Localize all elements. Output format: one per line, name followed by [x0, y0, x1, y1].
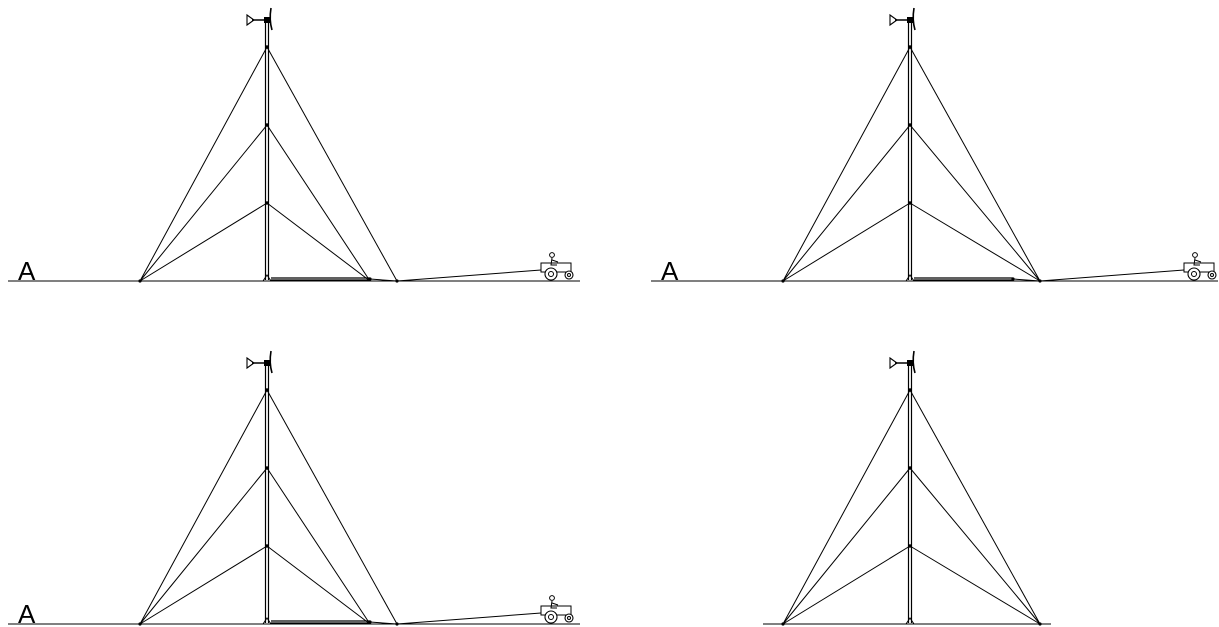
tractor-front-hub: [1210, 273, 1214, 277]
guy-wire-right-mid: [909, 124, 1041, 282]
panel-3: A: [8, 350, 580, 627]
guy-wire-left: [782, 46, 911, 282]
anchor-right: [1038, 622, 1042, 626]
guy-wire-right-mid: [266, 467, 371, 625]
tower: [262, 20, 272, 282]
guy-wires: [781, 389, 1042, 626]
turbine-tail-fin: [889, 356, 898, 370]
driver-body: [1193, 257, 1202, 266]
guy-wire-left: [782, 202, 911, 282]
wind-turbine-icon: [889, 7, 916, 31]
tractor-rear-wheel: [544, 267, 558, 281]
guy-wire-right-top: [266, 389, 398, 625]
turbine-nacelle: [907, 17, 913, 23]
tractor-icon: [1039, 252, 1217, 282]
turbine-nacelle: [264, 360, 270, 366]
tractor-rear-hub: [548, 271, 554, 277]
guy-wire-right-mid: [909, 467, 1041, 625]
anchor-left: [138, 279, 142, 283]
anchor-left: [138, 622, 142, 626]
turbine-nacelle: [907, 360, 913, 366]
tractor-rear-hub: [548, 614, 554, 620]
anchor-label: A: [18, 256, 36, 286]
turbine-rotor-blade: [912, 7, 916, 31]
guy-wire-left: [139, 545, 268, 625]
tractor-rear-hub: [1191, 271, 1197, 277]
tractor-front-hub: [567, 273, 571, 277]
gin-pole: [271, 620, 398, 625]
pulling-cable: [396, 612, 542, 625]
guy-wire-right-low: [266, 202, 371, 282]
guy-wires: [781, 46, 1042, 283]
guy-wire-left: [782, 467, 911, 625]
tower-base-pivot: [262, 617, 272, 625]
guy-wire-right-low: [266, 545, 371, 625]
panel-4: [763, 350, 1051, 626]
driver-head: [1192, 252, 1198, 258]
guy-wire-left: [782, 545, 911, 625]
tractor-icon: [396, 252, 574, 282]
guy-wire-left: [139, 46, 268, 282]
gin-pole-link: [1012, 278, 1041, 282]
driver-head: [549, 252, 555, 258]
guy-wire-left: [782, 389, 911, 625]
tractor-front-wheel: [564, 270, 574, 280]
guy-wire-right-mid: [266, 124, 371, 282]
guy-wire-left: [139, 202, 268, 282]
pulling-cable: [1039, 269, 1185, 282]
gin-pole: [914, 277, 1041, 282]
guy-wire-right-top: [909, 389, 1041, 625]
tractor-icon: [396, 595, 574, 625]
guy-wire-right-top: [266, 46, 398, 282]
turbine-nacelle: [264, 17, 270, 23]
guy-wire-right-low: [909, 545, 1041, 625]
turbine-rotor-blade: [269, 7, 273, 31]
anchor-label: A: [661, 256, 679, 286]
anchor-label: A: [18, 599, 36, 627]
wind-turbine-icon: [246, 7, 273, 31]
turbine-rotor-blade: [912, 350, 916, 374]
turbine-tail-fin: [246, 13, 255, 27]
turbine-rotor-blade: [269, 350, 273, 374]
tower: [905, 363, 915, 625]
tower-base-pivot: [262, 274, 272, 282]
gin-pole-link: [369, 621, 398, 625]
anchor-left: [781, 622, 785, 626]
turbine-tail-fin: [889, 13, 898, 27]
driver-body: [550, 600, 559, 609]
panel-2: A: [651, 7, 1218, 286]
guy-wires: [138, 46, 399, 283]
pulling-cable: [396, 269, 542, 282]
guy-wire-left: [782, 124, 911, 282]
tractor-front-wheel: [564, 613, 574, 623]
tractor-front-hub: [567, 616, 571, 620]
guy-wire-left: [139, 467, 268, 625]
wind-turbine-icon: [246, 350, 273, 374]
tower-base-pivot: [905, 617, 915, 625]
tower: [262, 363, 272, 625]
gin-pole: [271, 277, 398, 282]
guy-wire-right-low: [909, 202, 1041, 282]
guy-wire-left: [139, 124, 268, 282]
tractor-rear-wheel: [544, 610, 558, 624]
driver-body: [550, 257, 559, 266]
turbine-tail-fin: [246, 356, 255, 370]
guy-wire-right-top: [909, 46, 1041, 282]
anchor-left: [781, 279, 785, 283]
tower: [905, 20, 915, 282]
gin-pole-link: [369, 278, 398, 282]
guy-wire-left: [139, 389, 268, 625]
wind-turbine-icon: [889, 350, 916, 374]
tractor-front-wheel: [1207, 270, 1217, 280]
panel-1: A: [8, 7, 580, 286]
driver-head: [549, 595, 555, 601]
tower-base-pivot: [905, 274, 915, 282]
tractor-rear-wheel: [1187, 267, 1201, 281]
